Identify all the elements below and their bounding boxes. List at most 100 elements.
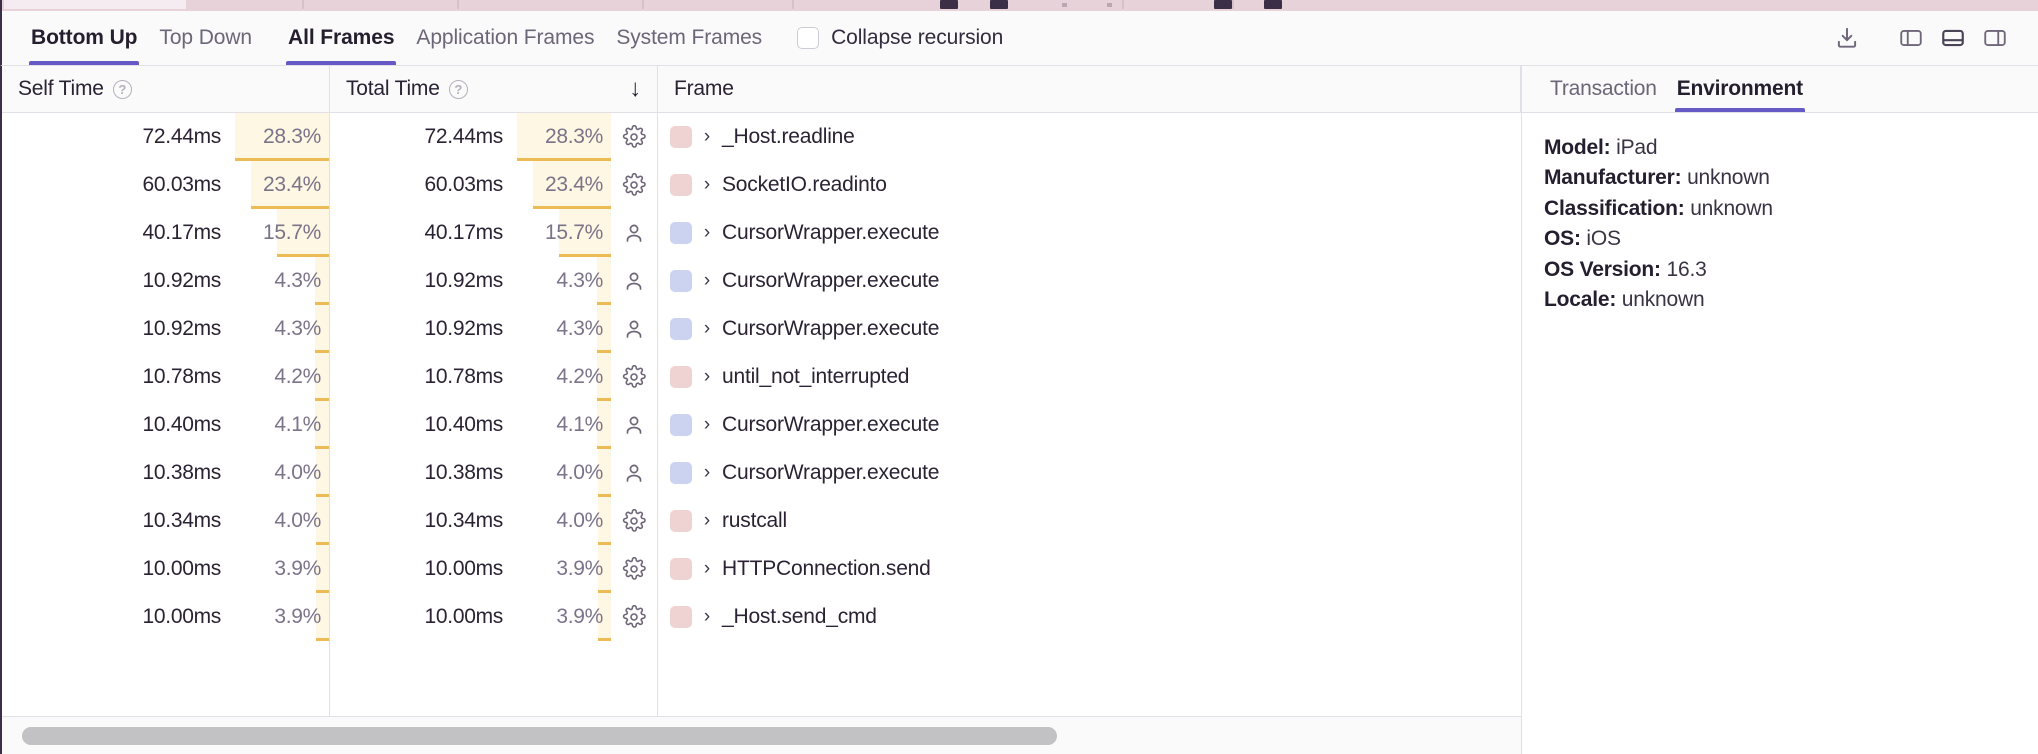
table-row[interactable]: ›CursorWrapper.execute: [658, 257, 1521, 305]
column-header-frame[interactable]: Frame: [658, 66, 1521, 112]
table-row[interactable]: ›rustcall: [658, 497, 1521, 545]
table-row[interactable]: ›_Host.send_cmd: [658, 593, 1521, 641]
table-row[interactable]: ›SocketIO.readinto: [658, 161, 1521, 209]
person-icon[interactable]: [611, 269, 657, 293]
expand-chevron-icon[interactable]: ›: [703, 606, 711, 627]
table-row[interactable]: 10.34ms 4.0%: [330, 497, 657, 545]
help-icon[interactable]: ?: [448, 79, 468, 99]
tab-all-frames[interactable]: All Frames: [277, 11, 405, 65]
collapse-recursion-checkbox[interactable]: Collapse recursion: [797, 26, 1003, 50]
horizontal-scrollbar-thumb[interactable]: [22, 726, 1057, 745]
expand-chevron-icon[interactable]: ›: [703, 174, 711, 195]
person-icon[interactable]: [611, 317, 657, 341]
download-icon[interactable]: [1826, 18, 1868, 58]
person-icon[interactable]: [611, 461, 657, 485]
environment-key: Manufacturer:: [1544, 166, 1682, 190]
tab-top-down[interactable]: Top Down: [148, 11, 263, 65]
self-time-value: 60.03ms: [142, 173, 222, 196]
percent-bar-fill: [315, 449, 329, 497]
tab-bottom-up[interactable]: Bottom Up: [20, 11, 148, 65]
expand-chevron-icon[interactable]: ›: [703, 462, 711, 483]
gear-icon[interactable]: [611, 365, 657, 389]
table-row[interactable]: ›CursorWrapper.execute: [658, 401, 1521, 449]
expand-chevron-icon[interactable]: ›: [703, 510, 711, 531]
column-header-self-time[interactable]: Self Time ?: [2, 66, 330, 112]
total-time-value: 72.44ms: [424, 125, 504, 148]
sort-descending-icon[interactable]: ↓: [629, 75, 641, 102]
gear-icon[interactable]: [611, 173, 657, 197]
gear-icon[interactable]: [611, 605, 657, 629]
expand-chevron-icon[interactable]: ›: [703, 366, 711, 387]
right-panel-icon[interactable]: [1974, 18, 2016, 58]
percent-bar-underline: [314, 350, 329, 353]
person-icon[interactable]: [611, 221, 657, 245]
total-time-value: 40.17ms: [424, 221, 504, 244]
frame-color-swatch: [670, 126, 692, 148]
gear-icon[interactable]: [611, 557, 657, 581]
percent-cell: 4.0%: [517, 449, 611, 497]
bottom-panel-icon[interactable]: [1932, 18, 1974, 58]
panel-body: Self Time ? Total Time ? ↓ Frame 72.44ms…: [0, 66, 2038, 754]
percent-bar-fill: [315, 497, 329, 545]
expand-chevron-icon[interactable]: ›: [703, 318, 711, 339]
horizontal-scrollbar[interactable]: [2, 716, 1521, 754]
table-row[interactable]: ›CursorWrapper.execute: [658, 209, 1521, 257]
table-row[interactable]: 10.38ms 4.0%: [330, 449, 657, 497]
environment-key: OS:: [1544, 227, 1581, 251]
percent-bar-underline: [597, 494, 611, 497]
table-row[interactable]: ›_Host.readline: [658, 113, 1521, 161]
percent-bar-underline: [598, 638, 611, 641]
table-row[interactable]: ›CursorWrapper.execute: [658, 449, 1521, 497]
frame-color-swatch: [670, 414, 692, 436]
table-row[interactable]: ›HTTPConnection.send: [658, 545, 1521, 593]
help-icon[interactable]: ?: [112, 79, 132, 99]
gear-icon[interactable]: [611, 125, 657, 149]
frame-color-swatch: [670, 270, 692, 292]
expand-chevron-icon[interactable]: ›: [703, 126, 711, 147]
gear-icon[interactable]: [611, 509, 657, 533]
environment-value: unknown: [1621, 288, 1705, 312]
tab-environment[interactable]: Environment: [1667, 66, 1813, 112]
total-time-value: 10.34ms: [424, 509, 504, 532]
percent-bar-underline: [316, 590, 329, 593]
expand-chevron-icon[interactable]: ›: [703, 414, 711, 435]
person-icon[interactable]: [611, 413, 657, 437]
table-row[interactable]: ›CursorWrapper.execute: [658, 305, 1521, 353]
self-time-value: 10.78ms: [142, 365, 222, 388]
table-row[interactable]: ›until_not_interrupted: [658, 353, 1521, 401]
tab-application-frames[interactable]: Application Frames: [405, 11, 605, 65]
expand-chevron-icon[interactable]: ›: [703, 558, 711, 579]
expand-chevron-icon[interactable]: ›: [703, 222, 711, 243]
percent-cell: 23.4%: [517, 161, 611, 209]
left-panel-icon[interactable]: [1890, 18, 1932, 58]
tab-system-frames[interactable]: System Frames: [605, 11, 773, 65]
column-header-total-time[interactable]: Total Time ? ↓: [330, 66, 658, 112]
tab-transaction[interactable]: Transaction: [1540, 66, 1667, 112]
percent-value: 4.0%: [556, 509, 603, 532]
environment-row: Classification: unknown: [1544, 194, 2016, 224]
total-time-value: 10.38ms: [424, 461, 504, 484]
expand-chevron-icon[interactable]: ›: [703, 270, 711, 291]
